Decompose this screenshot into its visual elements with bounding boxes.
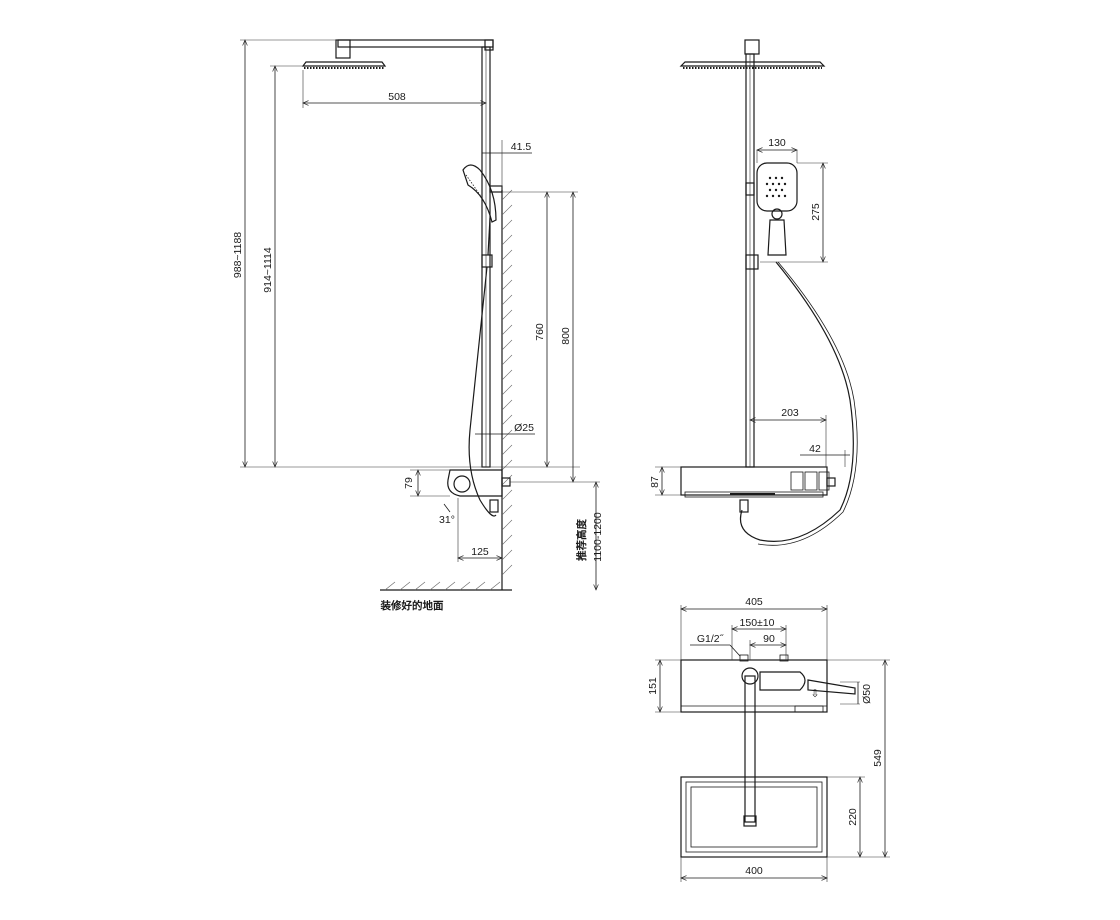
floor-line <box>380 581 512 591</box>
dim-42: 42 <box>800 443 850 467</box>
dim-203-label: 203 <box>781 407 799 419</box>
hand-shower-top <box>759 671 806 691</box>
dim-dia-25-label: Ø25 <box>514 422 534 434</box>
shower-arm <box>335 39 494 59</box>
dim-405: 405 <box>681 596 827 660</box>
hand-shower <box>462 164 497 268</box>
dim-508-label: 508 <box>388 91 406 103</box>
dim-dia-50-label: Ø50 <box>861 684 873 704</box>
install-height-value: 1100-1200 <box>592 512 604 562</box>
dim-42-label: 42 <box>809 443 821 455</box>
dim-125-label: 125 <box>471 546 489 558</box>
dim-151-label: 151 <box>647 677 659 695</box>
dim-400-label: 400 <box>745 865 763 877</box>
dim-988-1188: 988~1188 <box>232 40 338 467</box>
thread-callout: G1/2˝ <box>690 633 741 657</box>
overhead-head <box>301 61 387 69</box>
dim-275-label: 275 <box>810 203 822 221</box>
arrow-glyph: ⇩ <box>811 688 820 700</box>
hose-side <box>468 266 497 517</box>
dim-dia-50: Ø50 <box>840 681 873 705</box>
dim-150: 150±10 <box>732 617 786 660</box>
dim-800: 800 <box>560 192 573 482</box>
dim-800-label: 800 <box>560 327 572 345</box>
floor-label: 装修好的地面 <box>380 599 444 612</box>
dim-130-label: 130 <box>768 137 786 149</box>
rail-top <box>741 667 759 827</box>
valve-side <box>447 469 511 513</box>
dim-151: 151 <box>647 660 681 712</box>
dim-87-label: 87 <box>649 476 661 488</box>
hand-shower-front <box>745 162 798 270</box>
dim-87: 87 <box>649 467 681 495</box>
dim-549: 549 <box>827 660 890 857</box>
dim-130: 130 <box>757 137 797 163</box>
thread-label: G1/2˝ <box>697 633 725 645</box>
dim-79-label: 79 <box>403 477 415 489</box>
top-view: ⇩ 405 150±10 <box>647 596 890 882</box>
install-height-label: 推荐高度 <box>575 519 588 561</box>
side-view: 508 41.5 988~1188 914~1114 760 <box>232 40 604 612</box>
front-view: 130 275 203 42 87 <box>649 39 858 546</box>
valve-top: ⇩ <box>680 654 828 713</box>
dim-install-height: 推荐高度 1100-1200 <box>510 482 604 590</box>
dim-angle: 31° <box>439 503 455 526</box>
dim-220: 220 <box>827 777 865 857</box>
dim-760: 760 <box>502 192 578 467</box>
dim-angle-label: 31° <box>439 514 455 526</box>
dim-41-5: 41.5 <box>482 140 532 190</box>
dim-125: 125 <box>458 498 502 562</box>
wall-hatch <box>501 189 513 590</box>
dim-914-1114: 914~1114 <box>262 66 303 467</box>
dim-405-label: 405 <box>745 596 763 608</box>
dim-79: 79 <box>403 470 450 496</box>
dim-150-label: 150±10 <box>740 617 775 629</box>
dim-41-5-label: 41.5 <box>511 141 532 153</box>
dim-988-1188-label: 988~1188 <box>232 232 244 278</box>
hose-front <box>739 261 854 542</box>
dim-760-label: 760 <box>534 323 546 341</box>
dim-203: 203 <box>750 407 826 467</box>
vertical-rail <box>481 46 491 468</box>
overhead-head-top <box>680 776 828 858</box>
dim-220-label: 220 <box>847 808 859 826</box>
dim-549-label: 549 <box>872 749 884 767</box>
dim-400: 400 <box>681 857 827 882</box>
valve-front <box>680 466 836 513</box>
dim-90: 90 <box>750 633 786 660</box>
dim-275: 275 <box>760 163 828 262</box>
dim-90-label: 90 <box>763 633 775 645</box>
dim-914-1114-label: 914~1114 <box>262 247 274 293</box>
dim-dia-25: Ø25 <box>475 422 535 435</box>
dim-508: 508 <box>303 70 486 108</box>
